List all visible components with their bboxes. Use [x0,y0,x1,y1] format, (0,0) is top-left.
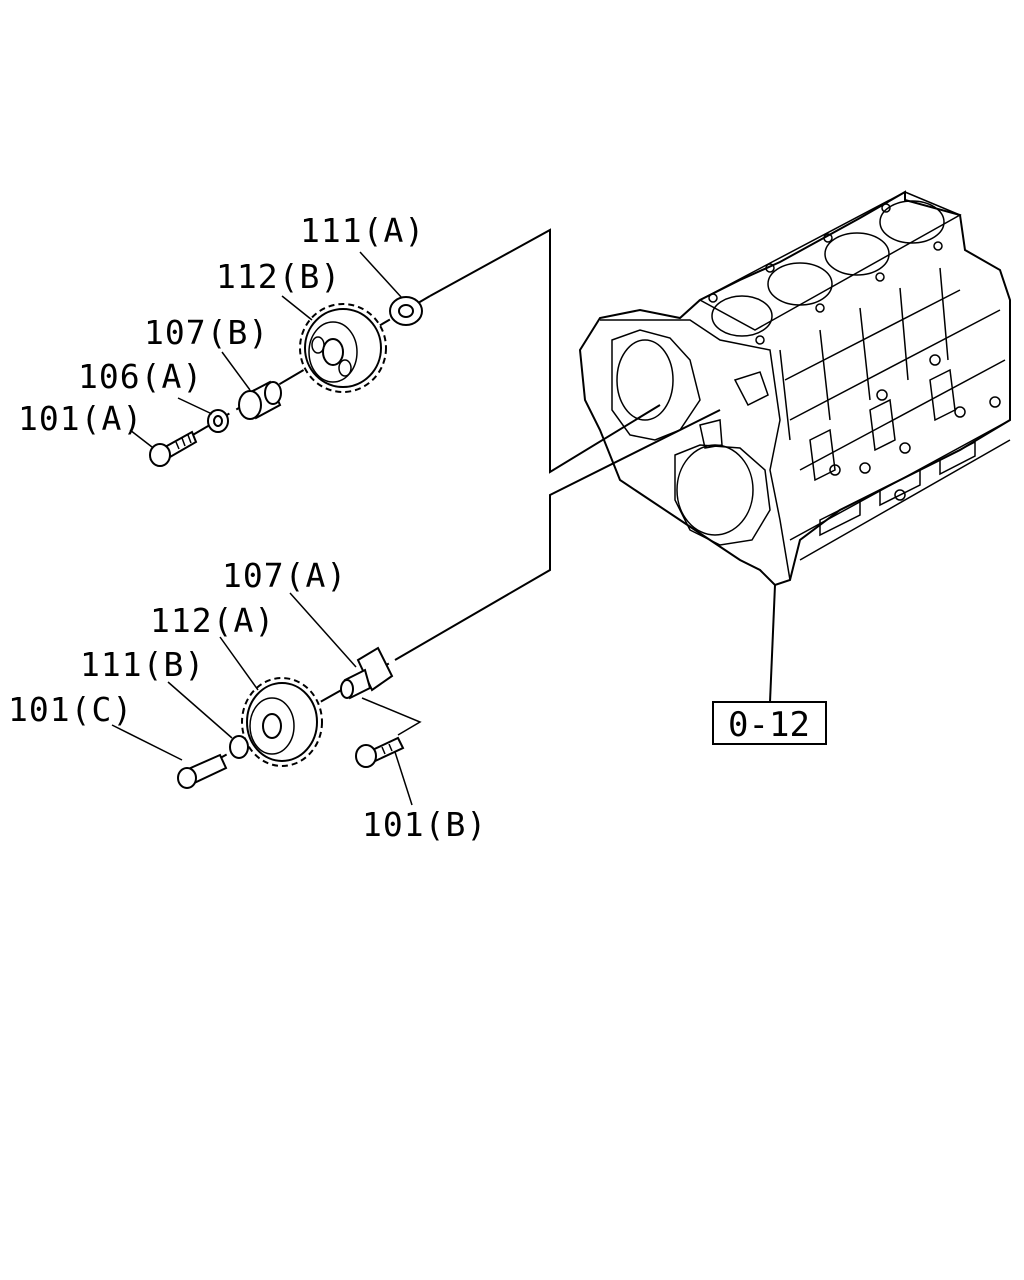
bolt-101b [355,736,405,768]
cylinder-block [578,190,1011,587]
upper-assembly-centerline [149,295,431,461]
lower-assembly-bracket [394,409,721,661]
callout-112b: 112(B) [216,257,341,296]
callout-101b: 101(B) [362,805,487,844]
idler-shaft-107a [340,646,394,700]
callout-112a: 112(A) [150,601,275,640]
idler-gear-112b [299,303,387,393]
bolt-101c [177,753,228,789]
washer-106a [207,409,229,433]
thrust-washer-111a [389,296,423,326]
leader-lines [111,251,422,806]
callout-101a: 101(A) [18,399,143,438]
block-leader-line [769,584,776,703]
bolt-101a [149,430,198,467]
thrust-washer-111b [229,735,249,759]
idler-shaft-107b [238,380,282,420]
reference-box: 0-12 [712,701,827,745]
callout-106a: 106(A) [78,357,203,396]
idler-gear-112a [241,677,323,767]
reference-box-label: 0-12 [728,705,810,745]
upper-assembly-bracket [429,228,661,474]
callout-107b: 107(B) [144,313,269,352]
callout-111b: 111(B) [80,645,205,684]
callout-101c: 101(C) [8,690,133,729]
callout-111a: 111(A) [300,211,425,250]
callout-107a: 107(A) [222,556,347,595]
